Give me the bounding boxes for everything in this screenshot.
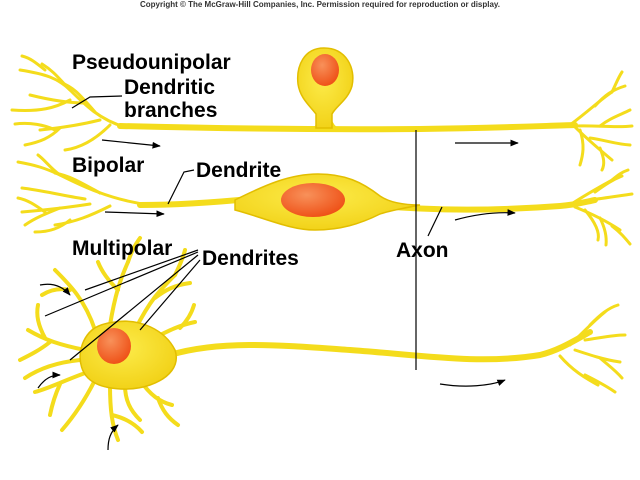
dendritic-branches-leader: [71, 95, 123, 109]
copyright-notice: Copyright © The McGraw-Hill Companies, I…: [139, 0, 501, 9]
bipolar-dendrite-branches: [16, 153, 152, 234]
multipolar-axon: [167, 329, 593, 363]
arrow-bipolar-left: [104, 210, 165, 218]
bipolar-nucleus: [281, 183, 345, 217]
dendrites-leader-3: [69, 254, 199, 361]
label-pseudounipolar: Pseudounipolar: [72, 51, 231, 74]
signal-arrows: [37, 139, 519, 451]
dendrites-leader-1: [84, 249, 199, 291]
label-dendrites: Dendrites: [202, 247, 299, 270]
dendrite-leader: [167, 169, 195, 205]
label-bipolar: Bipolar: [72, 154, 145, 177]
pseudounipolar-neuron: [10, 54, 634, 172]
multipolar-nucleus: [97, 328, 131, 364]
label-axon: Axon: [396, 239, 449, 262]
arrow-multi-left: [37, 371, 61, 389]
pseudounipolar-nucleus: [311, 54, 339, 86]
arrow-multi-top: [39, 283, 71, 296]
multipolar-axon-terminals: [558, 303, 627, 394]
label-branches: branches: [124, 99, 218, 122]
arrow-multi-bottom: [107, 424, 119, 451]
label-dendritic: Dendritic: [124, 76, 216, 99]
arrow-multi-right: [439, 379, 506, 387]
leader-lines: [44, 95, 443, 370]
axon-leader-bipolar: [427, 206, 443, 237]
pseudounipolar-axon: [117, 122, 578, 133]
label-multipolar: Multipolar: [72, 237, 173, 260]
arrow-pseudo-left: [101, 139, 161, 149]
bipolar-axon-terminals: [568, 168, 634, 247]
pseudounipolar-dendritic-branches: [10, 54, 127, 152]
pseudounipolar-axon-terminals: [568, 70, 634, 172]
arrow-bipolar-right: [454, 209, 516, 221]
dendrites-leader-2: [44, 251, 199, 317]
dendrites-leader-4: [139, 259, 201, 331]
label-dendrite: Dendrite: [196, 159, 282, 182]
